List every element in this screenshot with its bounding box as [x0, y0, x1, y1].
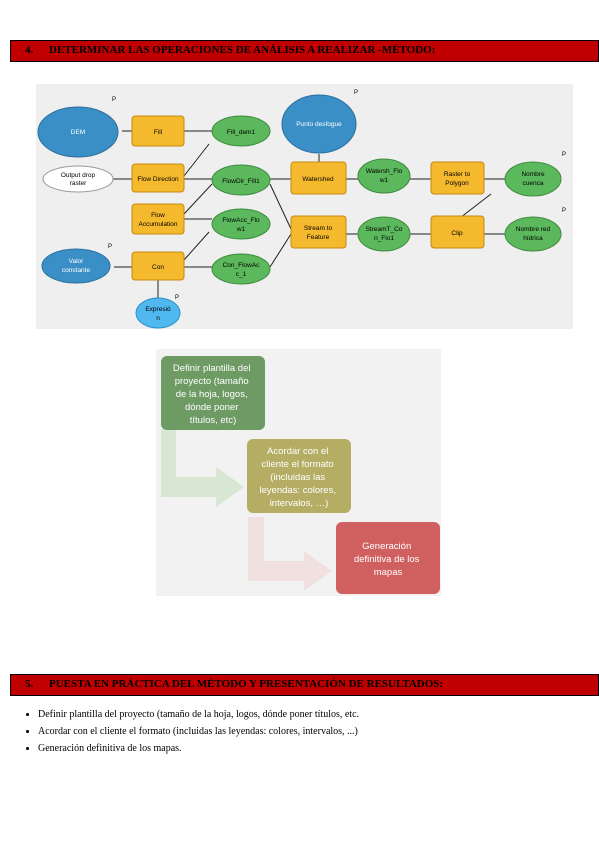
streamt-output[interactable]: [357, 216, 411, 252]
section-5-title: PUESTA EN PRÁCTICA DEL MÉTODO Y PRESENTA…: [49, 678, 444, 690]
p-marker: P: [112, 97, 116, 103]
step-3-line: definitiva de los: [354, 554, 420, 565]
flow-direction-label: Flow Direction: [137, 176, 179, 183]
step-1-line: dónde poner: [185, 402, 238, 413]
con-tool[interactable]: [131, 251, 185, 281]
stream-feat-label-2: Feature: [307, 234, 330, 241]
stream-feat-label-1: Stream to: [304, 225, 333, 232]
section-4-title: DETERMINAR LAS OPERACIONES DE ANÁLISIS A…: [49, 44, 436, 56]
arrow-2: [248, 517, 332, 591]
con-label: Con: [152, 264, 164, 271]
streamt-label-2: n_Flo1: [374, 235, 394, 242]
section-4-number: 4.: [25, 44, 34, 56]
watersh-flow-label-1: Watersh_Flo: [366, 168, 403, 175]
flowdir-fill-label: FlowDir_Fill1: [222, 178, 260, 185]
flow-acc-label-2: Accumulation: [138, 221, 177, 228]
step-1-line: de la hoja, logos,: [176, 389, 248, 400]
raster-poly-label-1: Raster to: [444, 171, 471, 178]
watershed-label: Watershed: [302, 176, 334, 183]
step-2-line: cliente el formato: [262, 459, 334, 470]
step-3-line: Generación: [362, 541, 411, 552]
step-1-box: [161, 356, 265, 430]
step-2-line: (incluidas las: [270, 472, 325, 483]
con-flowacc-label-1: Con_FlowAc: [223, 262, 261, 269]
process-svg: Definir plantilla del proyecto (tamaño d…: [161, 356, 440, 594]
step-2-line: intervalos, …): [270, 498, 329, 509]
nombre-red-label-2: hídrica: [523, 235, 543, 242]
p-marker: P: [562, 208, 566, 214]
nombre-cuenca-label-2: cuenca: [523, 180, 544, 187]
streamt-label-1: StreamT_Co: [366, 226, 403, 233]
flowacc-flow-output[interactable]: [211, 208, 271, 240]
expresion-label-2: n: [156, 315, 160, 322]
arrow-1: [161, 429, 244, 507]
section-5-header: 5. PUESTA EN PRÁCTICA DEL MÉTODO Y PRESE…: [10, 674, 599, 696]
step-1-line: Definir plantilla del: [173, 363, 251, 374]
process-diagram: Definir plantilla del proyecto (tamaño d…: [156, 349, 441, 596]
expresion-input[interactable]: [135, 297, 181, 329]
model-diagram-svg: DEM P Valor constante P Punto desfogue P…: [37, 90, 566, 329]
stream-to-feature-tool[interactable]: [290, 215, 347, 249]
clip-label: Clip: [451, 230, 463, 237]
model-builder-diagram: DEM P Valor constante P Punto desfogue P…: [36, 84, 573, 329]
dem-input[interactable]: [37, 106, 119, 158]
p-marker: P: [562, 152, 566, 158]
flow-acc-label-1: Flow: [151, 212, 165, 219]
section-4-header: 4. DETERMINAR LAS OPERACIONES DE ANÁLISI…: [10, 40, 599, 62]
step-2-line: Acordar con el: [267, 446, 328, 457]
nombre-red-label-1: Nombre red: [516, 226, 551, 233]
fill-dem-output[interactable]: [211, 115, 271, 147]
results-list: Definir plantilla del proyecto (tamaño d…: [20, 709, 598, 760]
nombre-cuenca-label-1: Nombre: [521, 171, 545, 178]
p-marker: P: [108, 244, 112, 250]
list-item: Generación definitiva de los mapas.: [38, 743, 598, 755]
step-1-line: títulos, etc): [190, 415, 236, 426]
section-5-number: 5.: [25, 678, 34, 690]
step-2-box: [247, 439, 351, 513]
step-1-line: proyecto (tamaño: [175, 376, 249, 387]
flow-accumulation-tool[interactable]: [131, 203, 185, 235]
valor-label-1: Valor: [69, 258, 85, 265]
punto-desfogue-input[interactable]: [281, 94, 357, 154]
step-3-text: Generación definitiva de los mapas: [354, 541, 422, 578]
raster-to-polygon-tool[interactable]: [430, 161, 485, 195]
valor-constante-input[interactable]: [41, 248, 111, 284]
p-marker: P: [175, 295, 179, 301]
step-2-line: leyendas: colores,: [259, 485, 336, 496]
flow-direction-tool[interactable]: [131, 163, 185, 193]
fill-tool[interactable]: [131, 115, 185, 147]
dem-label: DEM: [71, 129, 85, 136]
output-drop-raster[interactable]: [42, 165, 114, 193]
clip-tool[interactable]: [430, 215, 485, 249]
fill-label: Fill: [154, 129, 163, 136]
list-item: Acordar con el cliente el formato (inclu…: [38, 726, 598, 738]
step-1-text: Definir plantilla del proyecto (tamaño d…: [173, 363, 253, 426]
step-2-text: Acordar con el cliente el formato (inclu…: [259, 446, 338, 509]
expresion-label-1: Expresió: [145, 306, 171, 313]
output-drop-label-2: raster: [70, 180, 87, 187]
flowdir-fill-output[interactable]: [211, 164, 271, 196]
watershed-tool[interactable]: [290, 161, 347, 195]
raster-poly-label-2: Polygon: [445, 180, 469, 187]
nombre-cuenca-output[interactable]: [504, 161, 562, 197]
list-item: Definir plantilla del proyecto (tamaño d…: [38, 709, 598, 721]
step-3-line: mapas: [374, 567, 403, 578]
punto-label: Punto desfogue: [296, 121, 342, 128]
valor-label-2: constante: [62, 267, 91, 274]
step-3-box: [336, 522, 440, 594]
nombre-red-output[interactable]: [504, 216, 562, 252]
flowacc-label-1: FlowAcc_Flo: [222, 217, 260, 224]
p-marker: P: [354, 90, 358, 96]
con-flowacc-label-2: c_1: [236, 271, 247, 278]
watersh-flow-label-2: w1: [379, 177, 389, 184]
fill-dem-label: Fill_dem1: [227, 129, 256, 136]
flowacc-label-2: w1: [236, 226, 246, 233]
output-drop-label-1: Output drop: [61, 172, 96, 179]
con-flowacc-output[interactable]: [211, 253, 271, 285]
watersh-flow-output[interactable]: [357, 158, 411, 194]
